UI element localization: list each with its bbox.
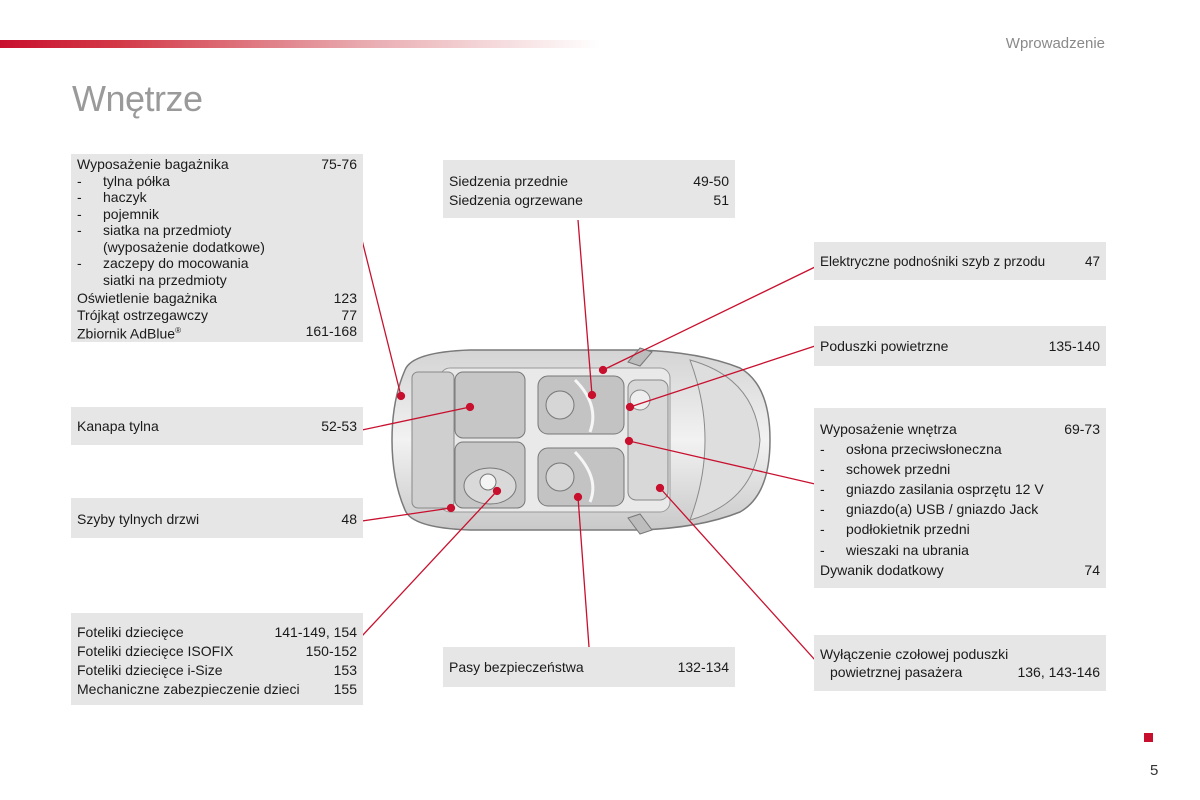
callout-rear-bench: Kanapa tylna 52-53: [71, 407, 363, 445]
child-row-label: Mechaniczne zabezpieczenie dzieci: [77, 681, 300, 697]
front-seats-label: Siedzenia przednie: [449, 173, 569, 189]
front-seats-pages: 49-50: [693, 173, 729, 189]
interior-item: -osłona przeciwsłoneczna: [820, 441, 1002, 458]
rear-bench-pages: 52-53: [321, 418, 357, 434]
front-windows-pages: 47: [1084, 254, 1100, 269]
callout-seat-belts: Pasy bezpieczeństwa 132-134: [443, 647, 735, 687]
rear-bench-label: Kanapa tylna: [77, 418, 159, 434]
child-row-pages: 141-149, 154: [274, 624, 357, 640]
callout-airbags: Poduszki powietrzne 135-140: [814, 326, 1106, 366]
mirror-bottom: [627, 513, 653, 535]
child-row-label: Foteliki dziecięce: [77, 624, 184, 640]
trunk-row-label: Zbiornik AdBlue: [77, 325, 176, 342]
callout-rear-windows: Szyby tylnych drzwi 48: [71, 498, 363, 538]
callout-interior: Wyposażenie wnętrza 69-73 -osłona przeciw…: [814, 408, 1106, 588]
trunk-item: -siatka na przedmioty (wyposażenie dodat…: [77, 222, 265, 255]
child-row-pages: 155: [333, 681, 357, 697]
trunk-row-pages: 161-168: [305, 323, 357, 339]
child-row-pages: 153: [333, 662, 357, 678]
rear-bench-top: [454, 371, 526, 439]
rear-windows-label: Szyby tylnych drzwi: [77, 511, 200, 527]
child-row-pages: 150-152: [305, 643, 357, 659]
trunk-item: -zaczepy do mocowania siatki na przedmio…: [77, 255, 249, 288]
front-windows-label: Elektryczne podnośniki szyb z przodu: [820, 254, 1046, 269]
trunk-area: [411, 371, 455, 509]
child-row-label: Foteliki dziecięce i-Size: [77, 662, 223, 678]
front-seat-top: [537, 375, 625, 435]
front-seats-label: Siedzenia ogrzewane: [449, 192, 583, 208]
interior-row-label: Dywanik dodatkowy: [820, 561, 944, 578]
belts-label: Pasy bezpieczeństwa: [449, 659, 584, 675]
trunk-title-pages: 75-76: [321, 156, 357, 172]
interior-item: -wieszaki na ubrania: [820, 541, 969, 558]
callout-front-seats: Siedzenia przednie 49-50 Siedzenia ogrzew…: [443, 160, 735, 218]
trunk-item: -pojemnik: [77, 205, 160, 222]
trunk-item: -haczyk: [77, 189, 147, 205]
rear-windows-pages: 48: [341, 511, 357, 527]
interior-item: -gniazdo zasilania osprzętu 12 V: [820, 481, 1044, 498]
trunk-item: -tylna półka: [77, 172, 170, 189]
header-accent-bar: [0, 40, 600, 48]
page-number: 5: [1150, 762, 1159, 779]
trunk-row-pages: 123: [333, 290, 357, 306]
front-seat-bottom: [537, 447, 625, 507]
registered-mark: ®: [175, 326, 181, 335]
trunk-row-label: Trójkąt ostrzegawczy: [77, 306, 208, 323]
car-hood: [689, 359, 761, 521]
mirror-top: [627, 347, 653, 367]
airbag-off-line2: powietrznej pasażera: [830, 664, 963, 680]
callout-airbag-off: Wyłączenie czołowej poduszki powietrznej…: [814, 635, 1106, 691]
airbag-off-pages: 136, 143-146: [1017, 664, 1100, 680]
callout-child-seats: Foteliki dziecięce 141-149, 154 Foteliki …: [71, 613, 363, 705]
interior-item: -schowek przedni: [820, 461, 951, 478]
interior-item: -podłokietnik przedni: [820, 521, 970, 538]
interior-title: Wyposażenie wnętrza: [820, 421, 957, 437]
trunk-title: Wyposażenie bagażnika: [77, 156, 229, 172]
page-marker: [1144, 733, 1153, 742]
airbag-off-line1: Wyłączenie czołowej poduszki: [820, 646, 1009, 662]
trunk-row-pages: 77: [341, 306, 357, 323]
section-name: Wprowadzenie: [1005, 35, 1105, 52]
interior-title-pages: 69-73: [1064, 421, 1100, 437]
belts-pages: 132-134: [677, 659, 729, 675]
interior-item: -gniazdo(a) USB / gniazdo Jack: [820, 501, 1039, 518]
airbags-pages: 135-140: [1048, 338, 1100, 354]
interior-row-pages: 74: [1084, 561, 1100, 578]
page-title: Wnętrze: [72, 78, 203, 119]
airbags-label: Poduszki powietrzne: [820, 338, 949, 354]
child-row-label: Foteliki dziecięce ISOFIX: [77, 643, 234, 659]
callout-front-windows: Elektryczne podnośniki szyb z przodu 47: [814, 242, 1106, 280]
trunk-row-label: Oświetlenie bagażnika: [77, 290, 218, 306]
front-seats-pages: 51: [713, 192, 729, 208]
